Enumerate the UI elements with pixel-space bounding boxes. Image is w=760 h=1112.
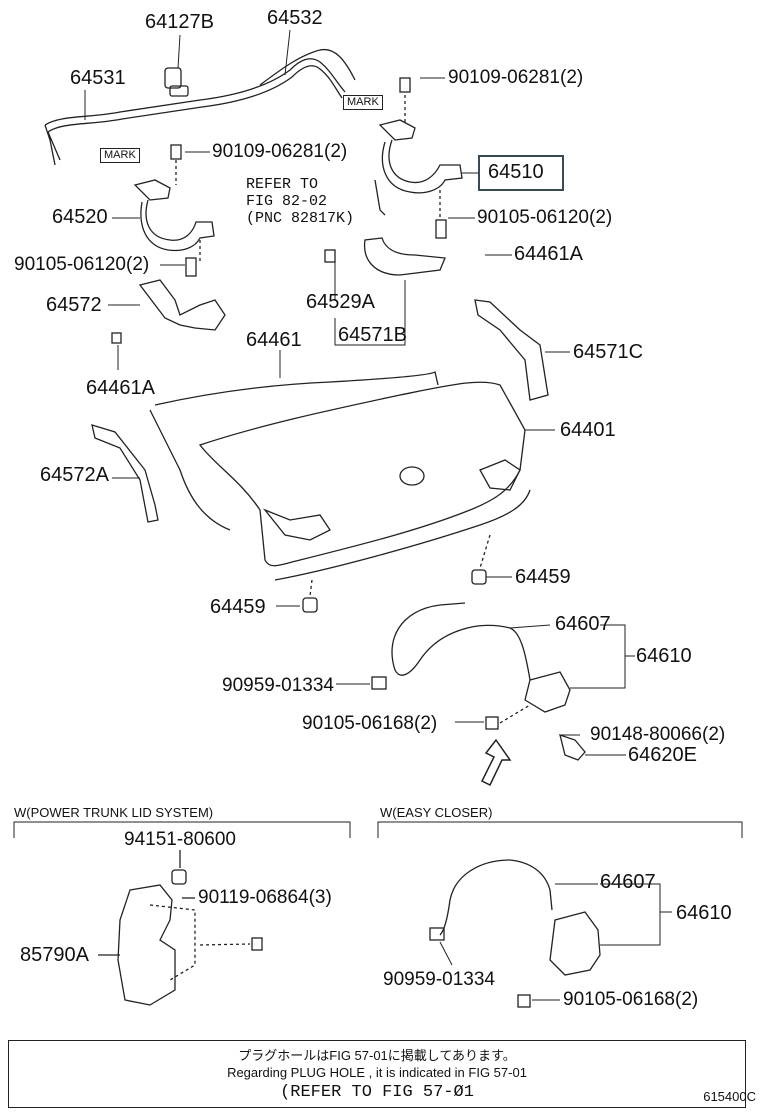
highlight-box-64510 — [478, 155, 564, 191]
label-64610-closer: 64610 — [676, 902, 732, 924]
bracket-64572A — [91, 424, 159, 523]
easy-closer-module — [429, 859, 672, 1008]
lock-64610 — [371, 671, 586, 761]
section-easy-closer: W(EASY CLOSER) — [380, 805, 493, 820]
label-64529A: 64529A — [306, 291, 375, 313]
label-90119-06864: 90119-06864(3) — [198, 887, 332, 908]
mark-badge-left: MARK — [100, 148, 140, 163]
label-64607: 64607 — [555, 613, 611, 635]
refer-fig-82-02: REFER TO FIG 82-02 (PNC 82817K) — [246, 176, 355, 227]
cable-64607 — [391, 602, 531, 681]
label-90959-01334-closer: 90959-01334 — [383, 969, 495, 990]
label-64572: 64572 — [46, 294, 102, 316]
label-64461A-right: 64461A — [514, 243, 583, 265]
label-64510: 64510 — [488, 161, 544, 183]
label-64520: 64520 — [52, 206, 108, 228]
label-64607-closer: 64607 — [600, 871, 656, 893]
trunk-lid-64401 — [149, 370, 531, 581]
label-90109-06281-top: 90109-06281(2) — [448, 67, 584, 88]
label-64459-right: 64459 — [515, 566, 571, 588]
mark-badge-right: MARK — [343, 95, 383, 110]
direction-arrow — [480, 738, 512, 787]
label-90105-06120-left: 90105-06120(2) — [14, 254, 150, 275]
label-64571B: 64571B — [338, 324, 407, 346]
label-64610: 64610 — [636, 645, 692, 667]
label-64531: 64531 — [70, 67, 126, 89]
bracket-64572 — [111, 279, 226, 344]
hinge-64510 — [378, 77, 463, 239]
label-64127B: 64127B — [145, 11, 214, 33]
label-64459-left: 64459 — [210, 596, 266, 618]
note-refer: (REFER TO FIG 57-Ø1 — [280, 1083, 474, 1102]
label-64401: 64401 — [560, 419, 616, 441]
label-90959-01334: 90959-01334 — [222, 675, 334, 696]
cable-64531 — [44, 48, 356, 166]
clip-64127B — [164, 67, 189, 97]
label-85790A: 85790A — [20, 944, 89, 966]
label-64572A: 64572A — [40, 464, 109, 486]
figure-code: 615400C — [703, 1089, 756, 1104]
label-90105-06120-right: 90105-06120(2) — [477, 207, 613, 228]
label-90105-06168: 90105-06168(2) — [302, 713, 438, 734]
label-64571C: 64571C — [573, 341, 644, 363]
label-64461A-left: 64461A — [86, 377, 155, 399]
plug-hole-note: プラグホールはFIG 57-01に掲載してあります。 Regarding PLU… — [8, 1040, 746, 1108]
hinge-64520 — [133, 144, 215, 277]
label-64532: 64532 — [267, 7, 323, 29]
label-64620E: 64620E — [628, 744, 697, 766]
label-94151-80600: 94151-80600 — [124, 829, 236, 850]
power-trunk-module — [98, 850, 263, 1006]
label-90148-80066: 90148-80066(2) — [590, 724, 726, 745]
section-power-trunk-lid: W(POWER TRUNK LID SYSTEM) — [14, 805, 214, 820]
section-frames — [13, 821, 743, 838]
bumper-64459 — [302, 534, 491, 613]
label-90109-06281-mid: 90109-06281(2) — [212, 141, 348, 162]
note-japanese: プラグホールはFIG 57-01に掲載してあります。 — [238, 1048, 516, 1063]
leader-lines — [84, 29, 635, 756]
note-english: Regarding PLUG HOLE , it is indicated in… — [227, 1065, 527, 1080]
bracket-64571C — [474, 299, 549, 401]
bracket-64571B — [324, 179, 446, 276]
label-90105-06168-closer: 90105-06168(2) — [563, 989, 699, 1010]
label-64461: 64461 — [246, 329, 302, 351]
